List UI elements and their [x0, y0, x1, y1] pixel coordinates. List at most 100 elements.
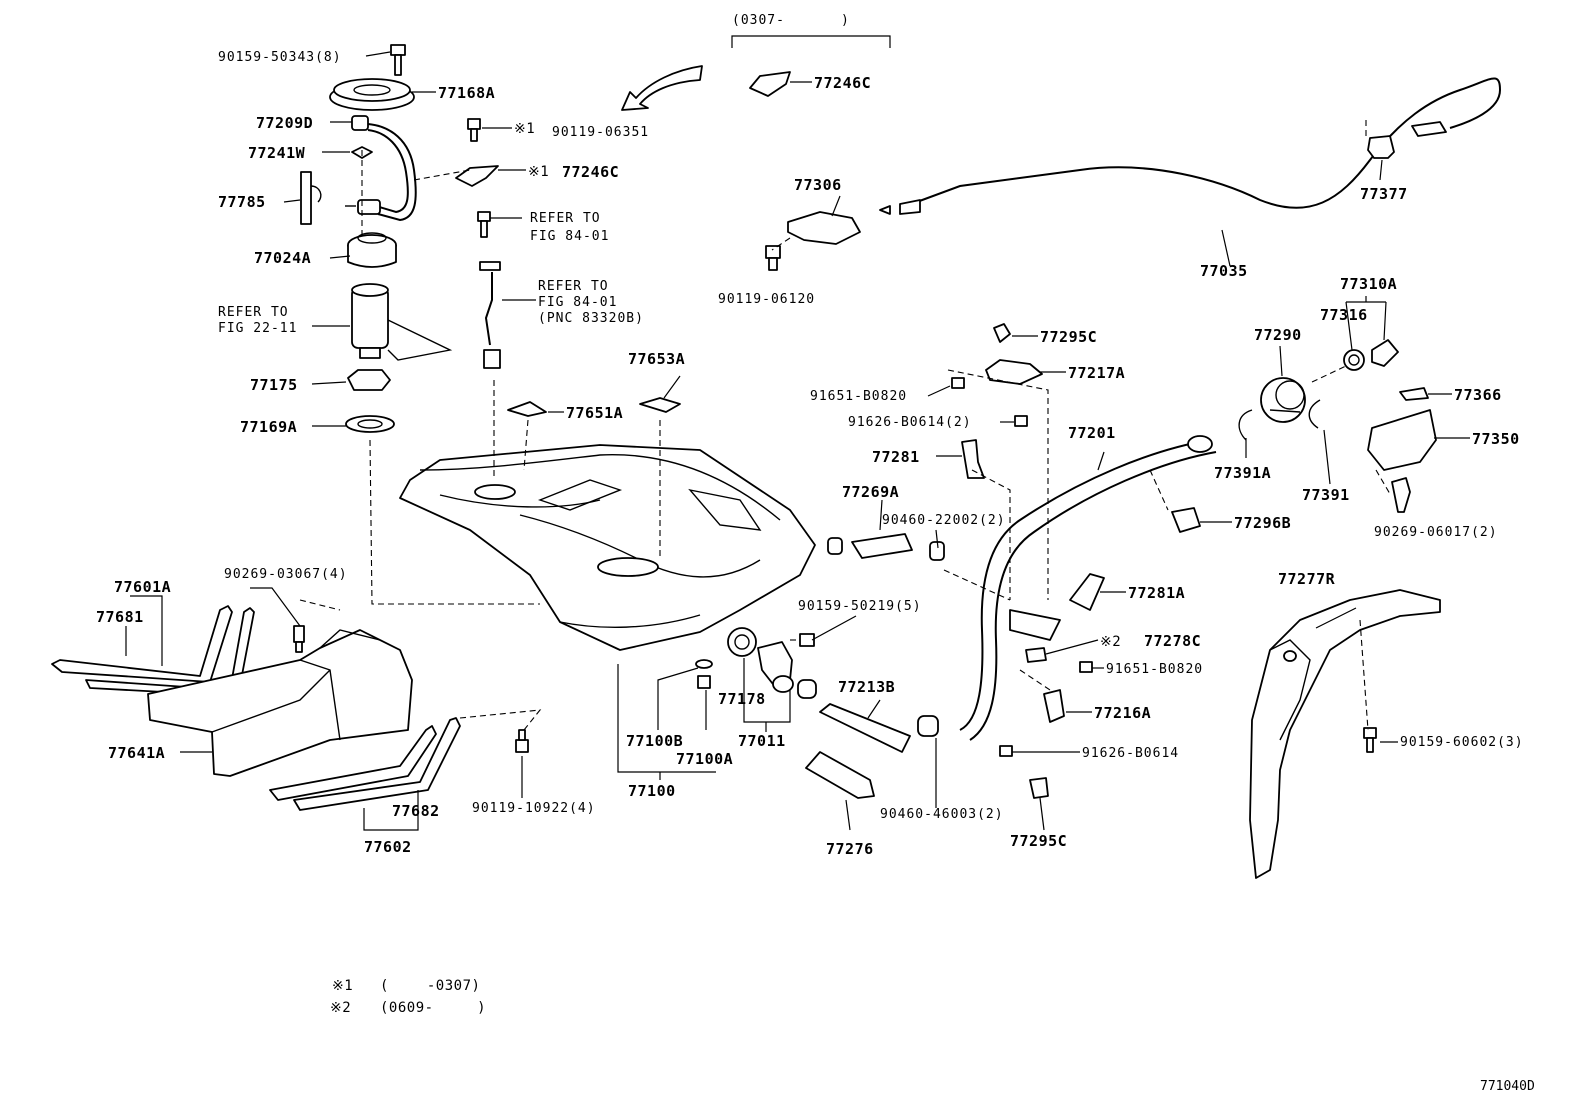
- note2-range: (0609- ): [380, 1000, 486, 1016]
- drain-plug-77100A: [695, 659, 713, 689]
- lever-lock-77306: [765, 211, 861, 271]
- cap-parts-77316: [1343, 339, 1399, 371]
- note2-mark: ※2: [330, 1000, 351, 1016]
- label-77682: 77682: [392, 802, 440, 820]
- label-90119-06120: 90119-06120: [718, 292, 815, 307]
- label-90269-06017: 90269-06017(2): [1374, 525, 1498, 540]
- fuel-door-77350: [1367, 409, 1437, 471]
- label-91651-B0820-low: 91651-B0820: [1106, 662, 1203, 677]
- direction-arrow: [621, 65, 703, 111]
- label-77366: 77366: [1454, 386, 1502, 404]
- guide-lines: [299, 120, 1391, 731]
- label-77269A: 77269A: [842, 483, 899, 501]
- bolt-90159-50219: [799, 633, 815, 647]
- clip-77246C-lower: [455, 165, 499, 187]
- hinge-77366: [1399, 387, 1429, 401]
- part-labels: 90159-50343(8) 77168A 77209D 77241W 7778…: [96, 13, 1535, 1094]
- clip-77295C-low: [1029, 777, 1049, 799]
- label-refer-84-01-pnc-a: REFER TO: [538, 279, 609, 294]
- bolts-91651-91626: [951, 377, 1028, 427]
- label-77641A: 77641A: [108, 744, 165, 762]
- label-91651-B0820-top: 91651-B0820: [810, 389, 907, 404]
- label-90119-06351: 90119-06351: [552, 125, 649, 140]
- label-90269-03067: 90269-03067(4): [224, 567, 348, 582]
- label-77281: 77281: [872, 448, 920, 466]
- label-77651A: 77651A: [566, 404, 623, 422]
- label-77785: 77785: [218, 193, 266, 211]
- label-77316: 77316: [1320, 306, 1368, 324]
- bolt-90159-60602: [1363, 727, 1377, 753]
- label-77377: 77377: [1360, 185, 1408, 203]
- leader-lines: [125, 35, 1470, 831]
- label-refer-84-01-a: REFER TO: [530, 211, 601, 226]
- label-77169A: 77169A: [240, 418, 297, 436]
- label-77295C-top: 77295C: [1040, 328, 1097, 346]
- label-77178: 77178: [718, 690, 766, 708]
- label-77306: 77306: [794, 176, 842, 194]
- label-77201: 77201: [1068, 424, 1116, 442]
- label-77681: 77681: [96, 608, 144, 626]
- label-refer-22-11-a: REFER TO: [218, 305, 289, 320]
- bolt-90269-03067: [293, 625, 305, 653]
- hose-77269A: [827, 533, 945, 561]
- label-77100: 77100: [628, 782, 676, 800]
- label-77024A: 77024A: [254, 249, 311, 267]
- label-77246C-upper: 77246C: [814, 74, 871, 92]
- label-90159-50219: 90159-50219(5): [798, 599, 922, 614]
- pad-77653A: [639, 397, 681, 413]
- label-90159-60602: 90159-60602(3): [1400, 735, 1524, 750]
- pump-bracket-77024A: [347, 232, 397, 268]
- label-77011: 77011: [738, 732, 786, 750]
- label-77241W: 77241W: [248, 144, 306, 162]
- protector-77641A: [147, 629, 413, 777]
- label-77217A: 77217A: [1068, 364, 1125, 382]
- label-header-range: (0307- ): [732, 13, 850, 28]
- mark-note1-77246C: ※1: [528, 164, 549, 180]
- fuel-tank-77100: [399, 444, 816, 651]
- label-77653A: 77653A: [628, 350, 685, 368]
- label-77290: 77290: [1254, 326, 1302, 344]
- mark-note1-90119-06351: ※1: [514, 121, 535, 137]
- part-drawings: [51, 44, 1502, 879]
- ring-77391: [1308, 399, 1321, 429]
- pad-77651A: [507, 401, 547, 417]
- label-77281A: 77281A: [1128, 584, 1185, 602]
- mark-note2-77278C: ※2: [1100, 634, 1121, 650]
- label-91626-B0614-2: 91626-B0614(2): [848, 415, 972, 430]
- label-refer-84-01-pnc-c: (PNC 83320B): [538, 311, 644, 326]
- note1-mark: ※1: [332, 978, 353, 994]
- label-77276: 77276: [826, 840, 874, 858]
- label-77213B: 77213B: [838, 678, 895, 696]
- label-77391A: 77391A: [1214, 464, 1271, 482]
- gasket-77169A: [345, 415, 395, 433]
- label-77278C: 77278C: [1144, 632, 1201, 650]
- fuel-cap-77290: [1260, 377, 1306, 423]
- label-refer-84-01-b: FIG 84-01: [530, 229, 609, 244]
- clamp-77216A: [1043, 689, 1065, 723]
- retainer-ring-77168A: [329, 78, 415, 111]
- fuel-line-77209D: [345, 115, 417, 222]
- label-77209D: 77209D: [256, 114, 313, 132]
- label-77310A: 77310A: [1340, 275, 1397, 293]
- hose-77213B: [797, 679, 939, 753]
- label-77168A: 77168A: [438, 84, 495, 102]
- label-77100A: 77100A: [676, 750, 733, 768]
- label-77175: 77175: [250, 376, 298, 394]
- bracket-77281A: [1069, 573, 1105, 611]
- bracket-77281: [961, 439, 985, 479]
- screw-90119-06351: [467, 118, 481, 142]
- bracket-77217A: [985, 359, 1043, 385]
- bolt-91651-B0820-low: [1079, 661, 1093, 673]
- label-91626-B0614: 91626-B0614: [1082, 746, 1179, 761]
- label-77602: 77602: [364, 838, 412, 856]
- label-90119-10922: 90119-10922(4): [472, 801, 596, 816]
- label-90460-46003: 90460-46003(2): [880, 807, 1004, 822]
- knob-77377: [1367, 135, 1395, 159]
- sender-gauge-assembly: [477, 211, 501, 369]
- label-77216A: 77216A: [1094, 704, 1151, 722]
- bolt-90119-10922: [515, 729, 529, 753]
- label-77350: 77350: [1472, 430, 1520, 448]
- diagram-code: 771040D: [1480, 1079, 1535, 1094]
- label-refer-22-11-b: FIG 22-11: [218, 321, 297, 336]
